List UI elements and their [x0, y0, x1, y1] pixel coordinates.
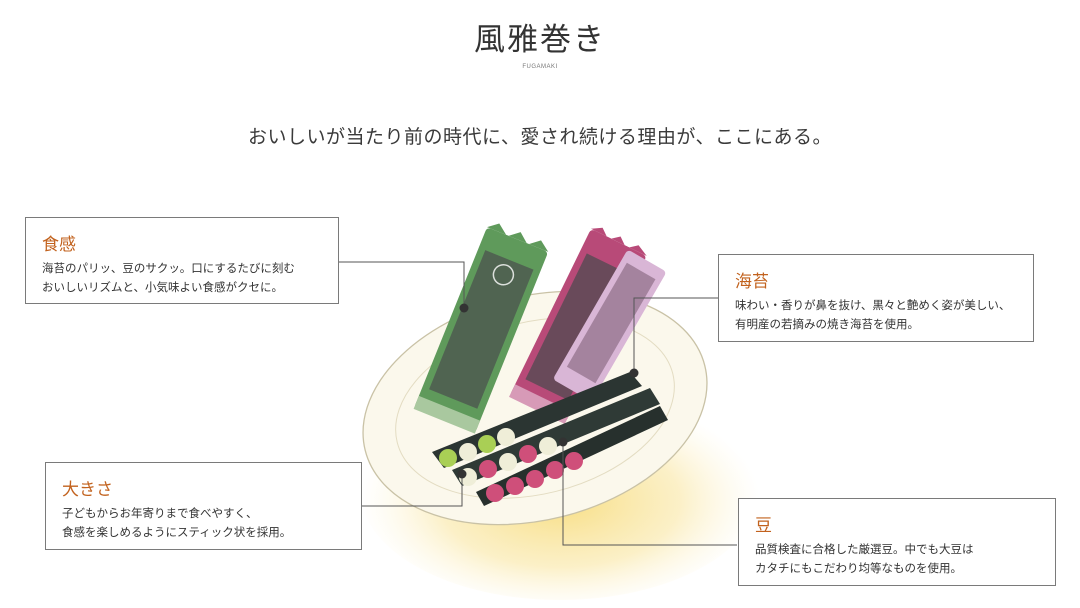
leader-lines — [338, 261, 737, 546]
feature-title: 食感 — [42, 235, 76, 255]
feature-title: 大きさ — [62, 480, 113, 500]
lead-text: おいしいが当たり前の時代に、愛され続ける理由が、ここにある。 — [247, 126, 833, 148]
feature-desc: 品質検査に合格した厳選豆。中でも大豆は カタチにもこだわり均等なものを使用。 — [755, 542, 974, 575]
feature-title: 豆 — [755, 516, 772, 536]
feature-box-beans: 豆 品質検査に合格した厳選豆。中でも大豆は カタチにもこだわり均等なものを使用。 — [738, 498, 1056, 586]
feature-desc: 子どもからお年寄りまで食べやすく、 食感を楽しめるようにスティック状を採用。 — [62, 506, 292, 539]
package-green — [413, 223, 549, 434]
feature-box-texture: 食感 海苔のパリッ、豆のサクッ。口にするたびに刻む おいしいリズムと、小気味よい… — [25, 217, 339, 304]
page-subtitle: FUGAMAKI — [522, 64, 558, 70]
feature-box-size: 大きさ 子どもからお年寄りまで食べやすく、 食感を楽しめるようにスティック状を採… — [45, 462, 362, 550]
feature-desc: 味わい・香りが鼻を抜け、黒々と艶めく姿が美しい、 有明産の若摘みの焼き海苔を使用… — [735, 298, 1011, 331]
package-lavender — [554, 250, 666, 401]
feature-title: 海苔 — [735, 272, 769, 292]
feature-desc: 海苔のパリッ、豆のサクッ。口にするたびに刻む おいしいリズムと、小気味よい食感が… — [42, 261, 295, 294]
feature-box-nori: 海苔 味わい・香りが鼻を抜け、黒々と艶めく姿が美しい、 有明産の若摘みの焼き海苔… — [718, 254, 1034, 342]
page-title: 風雅巻き — [474, 22, 606, 58]
leader-dots — [457, 303, 639, 479]
beans — [439, 428, 583, 502]
